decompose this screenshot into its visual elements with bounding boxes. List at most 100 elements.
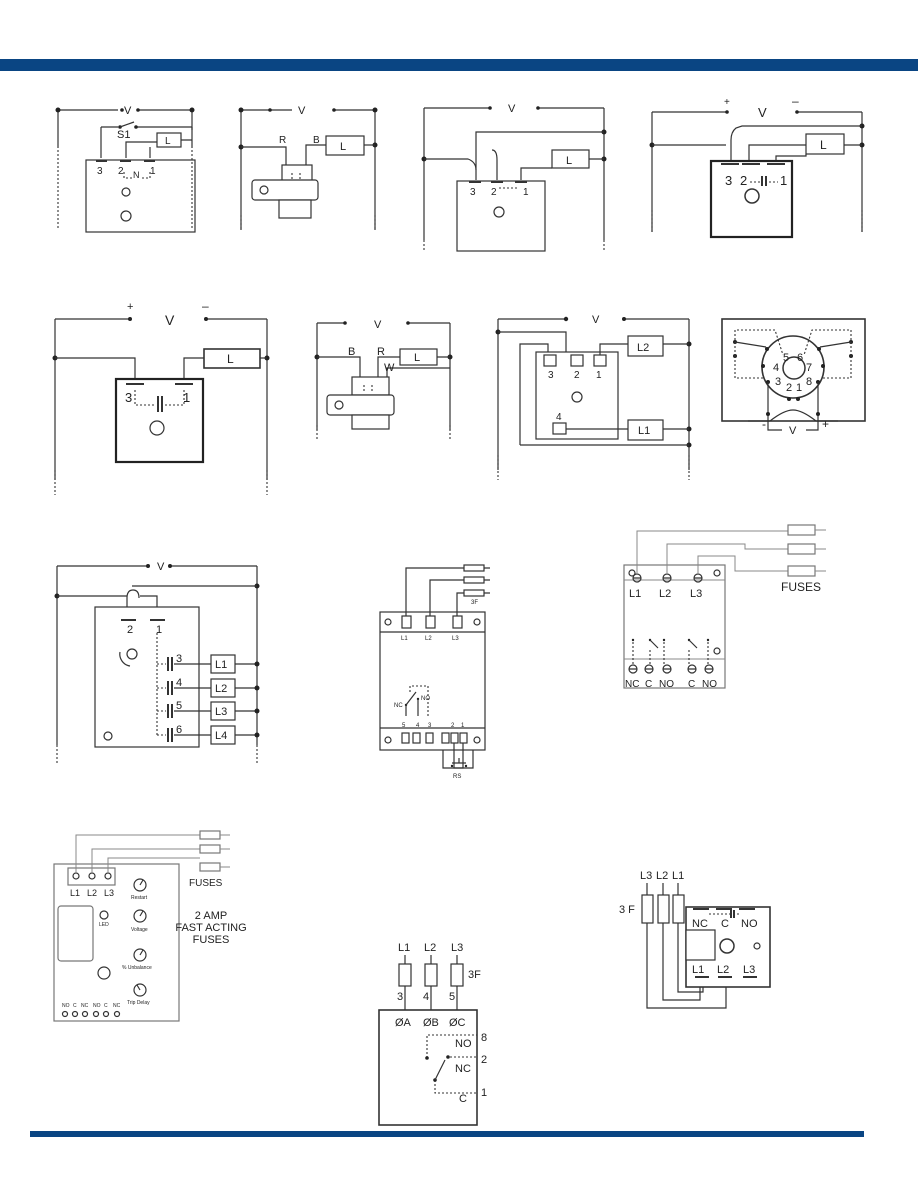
switch-label: S1: [117, 129, 130, 141]
svg-text:L1: L1: [70, 888, 80, 898]
svg-text:5: 5: [783, 352, 789, 364]
svg-text:L: L: [820, 138, 827, 152]
svg-text:V: V: [789, 425, 797, 437]
adjustment-knobs: Restart Voltage % Unbalance Trip Delay: [122, 878, 152, 1006]
svg-text:6: 6: [797, 352, 803, 364]
svg-text:FUSES: FUSES: [193, 934, 230, 946]
svg-text:L1: L1: [638, 425, 650, 437]
load-label: L: [165, 136, 171, 147]
diagram-3: V L 3 2 1: [421, 103, 607, 252]
diagram-11: L1 L2 L3 FUSES NC C NO C NO: [623, 524, 826, 690]
diagram-13: L1 L2 L3 3F 3 4 5 ØA ØB ØC 8 NO 2 NC 1 C: [378, 942, 487, 1126]
output-terminals: NO C NC NO C NC: [61, 1003, 121, 1018]
svg-text:3: 3: [176, 653, 182, 665]
svg-text:L2: L2: [717, 964, 729, 976]
svg-text:V: V: [298, 105, 306, 117]
svg-text:NO: NO: [93, 1003, 101, 1009]
svg-text:3: 3: [470, 187, 476, 198]
svg-text:L3: L3: [215, 706, 227, 718]
svg-text:L: L: [227, 352, 234, 366]
svg-text:V: V: [165, 312, 175, 328]
footer-bar: [30, 1131, 864, 1137]
svg-text:C: C: [459, 1093, 467, 1105]
diagram-14: L3 L2 L1 3 F NC C NO L1 L2 L3: [619, 870, 771, 1009]
svg-text:2: 2: [451, 723, 455, 729]
svg-text:L2: L2: [215, 683, 227, 695]
svg-text:L: L: [340, 141, 346, 153]
svg-text:3: 3: [548, 370, 554, 381]
svg-text:NC: NC: [625, 679, 639, 690]
svg-text:1: 1: [150, 166, 156, 177]
svg-text:6: 6: [176, 724, 182, 736]
svg-text:5: 5: [449, 991, 455, 1003]
svg-text:NO: NO: [702, 679, 717, 690]
svg-text:ØB: ØB: [423, 1017, 439, 1029]
svg-text:1: 1: [481, 1087, 487, 1099]
svg-text:L2: L2: [659, 588, 671, 600]
svg-text:4: 4: [416, 723, 420, 729]
svg-text:2: 2: [786, 382, 792, 394]
svg-text:–: –: [792, 94, 799, 108]
svg-text:2: 2: [574, 370, 580, 381]
svg-text:% Unbalance: % Unbalance: [122, 965, 152, 971]
svg-text:R: R: [279, 135, 286, 146]
svg-text:2: 2: [491, 187, 497, 198]
svg-text:Restart: Restart: [131, 895, 148, 901]
svg-text:L1: L1: [215, 659, 227, 671]
svg-text:NO: NO: [62, 1003, 70, 1009]
svg-text:C: C: [104, 1003, 108, 1009]
svg-text:2 AMP: 2 AMP: [195, 910, 227, 922]
svg-text:4: 4: [773, 362, 779, 374]
svg-text:L2: L2: [87, 888, 97, 898]
svg-text:NC: NC: [394, 703, 403, 709]
svg-text:1: 1: [523, 187, 529, 198]
svg-text:FAST ACTING: FAST ACTING: [175, 922, 246, 934]
svg-text:3: 3: [125, 390, 132, 405]
svg-text:3F: 3F: [468, 969, 481, 981]
svg-text:7: 7: [806, 362, 812, 374]
svg-text:L4: L4: [215, 730, 227, 742]
svg-text:V: V: [157, 561, 165, 573]
svg-text:–: –: [202, 299, 209, 313]
diagram-5: + V – L 3 1: [52, 299, 270, 495]
svg-text:L3: L3: [743, 964, 755, 976]
svg-text:NO: NO: [421, 696, 430, 702]
svg-text:3: 3: [428, 723, 432, 729]
svg-text:L3: L3: [451, 942, 463, 954]
diagram-2: V R B L: [238, 105, 378, 230]
diagram-9: V 2 1 3 4 5 6 L1 L2 L3 L4: [54, 561, 260, 765]
diagram-6: V B R L W: [314, 319, 453, 440]
svg-text:FUSES: FUSES: [781, 580, 821, 594]
svg-text:NO: NO: [659, 679, 674, 690]
relay-body: [85, 159, 196, 233]
svg-text:2: 2: [127, 624, 133, 636]
svg-text:NC: NC: [81, 1003, 89, 1009]
svg-text:B: B: [313, 135, 320, 146]
diagram-12: FUSES L1 L2 L3 LED Restart Voltage % Unb…: [53, 830, 247, 1022]
svg-text:+: +: [127, 301, 133, 313]
svg-text:C: C: [688, 679, 695, 690]
svg-text:L2: L2: [425, 636, 432, 642]
load-rows: 3 4 5 6 L1 L2 L3 L4: [157, 653, 260, 745]
svg-text:C: C: [721, 918, 729, 930]
svg-text:1: 1: [461, 723, 465, 729]
svg-text:V: V: [374, 319, 382, 331]
svg-text:Trip Delay: Trip Delay: [127, 1000, 150, 1006]
svg-text:2: 2: [118, 166, 124, 177]
svg-text:3F: 3F: [471, 600, 478, 606]
svg-text:RS: RS: [453, 774, 461, 780]
svg-text:L1: L1: [629, 588, 641, 600]
svg-text:Voltage: Voltage: [131, 927, 148, 933]
svg-text:5: 5: [176, 700, 182, 712]
svg-text:5: 5: [402, 723, 406, 729]
svg-text:L1: L1: [401, 636, 408, 642]
svg-text:NO: NO: [741, 918, 758, 930]
svg-text:L1: L1: [692, 964, 704, 976]
svg-text:ØC: ØC: [449, 1017, 466, 1029]
svg-text:L2: L2: [424, 942, 436, 954]
svg-text:C: C: [73, 1003, 77, 1009]
svg-text:-: -: [762, 417, 766, 431]
svg-text:LED: LED: [99, 922, 109, 928]
svg-text:C: C: [645, 679, 652, 690]
svg-text:3: 3: [775, 376, 781, 388]
